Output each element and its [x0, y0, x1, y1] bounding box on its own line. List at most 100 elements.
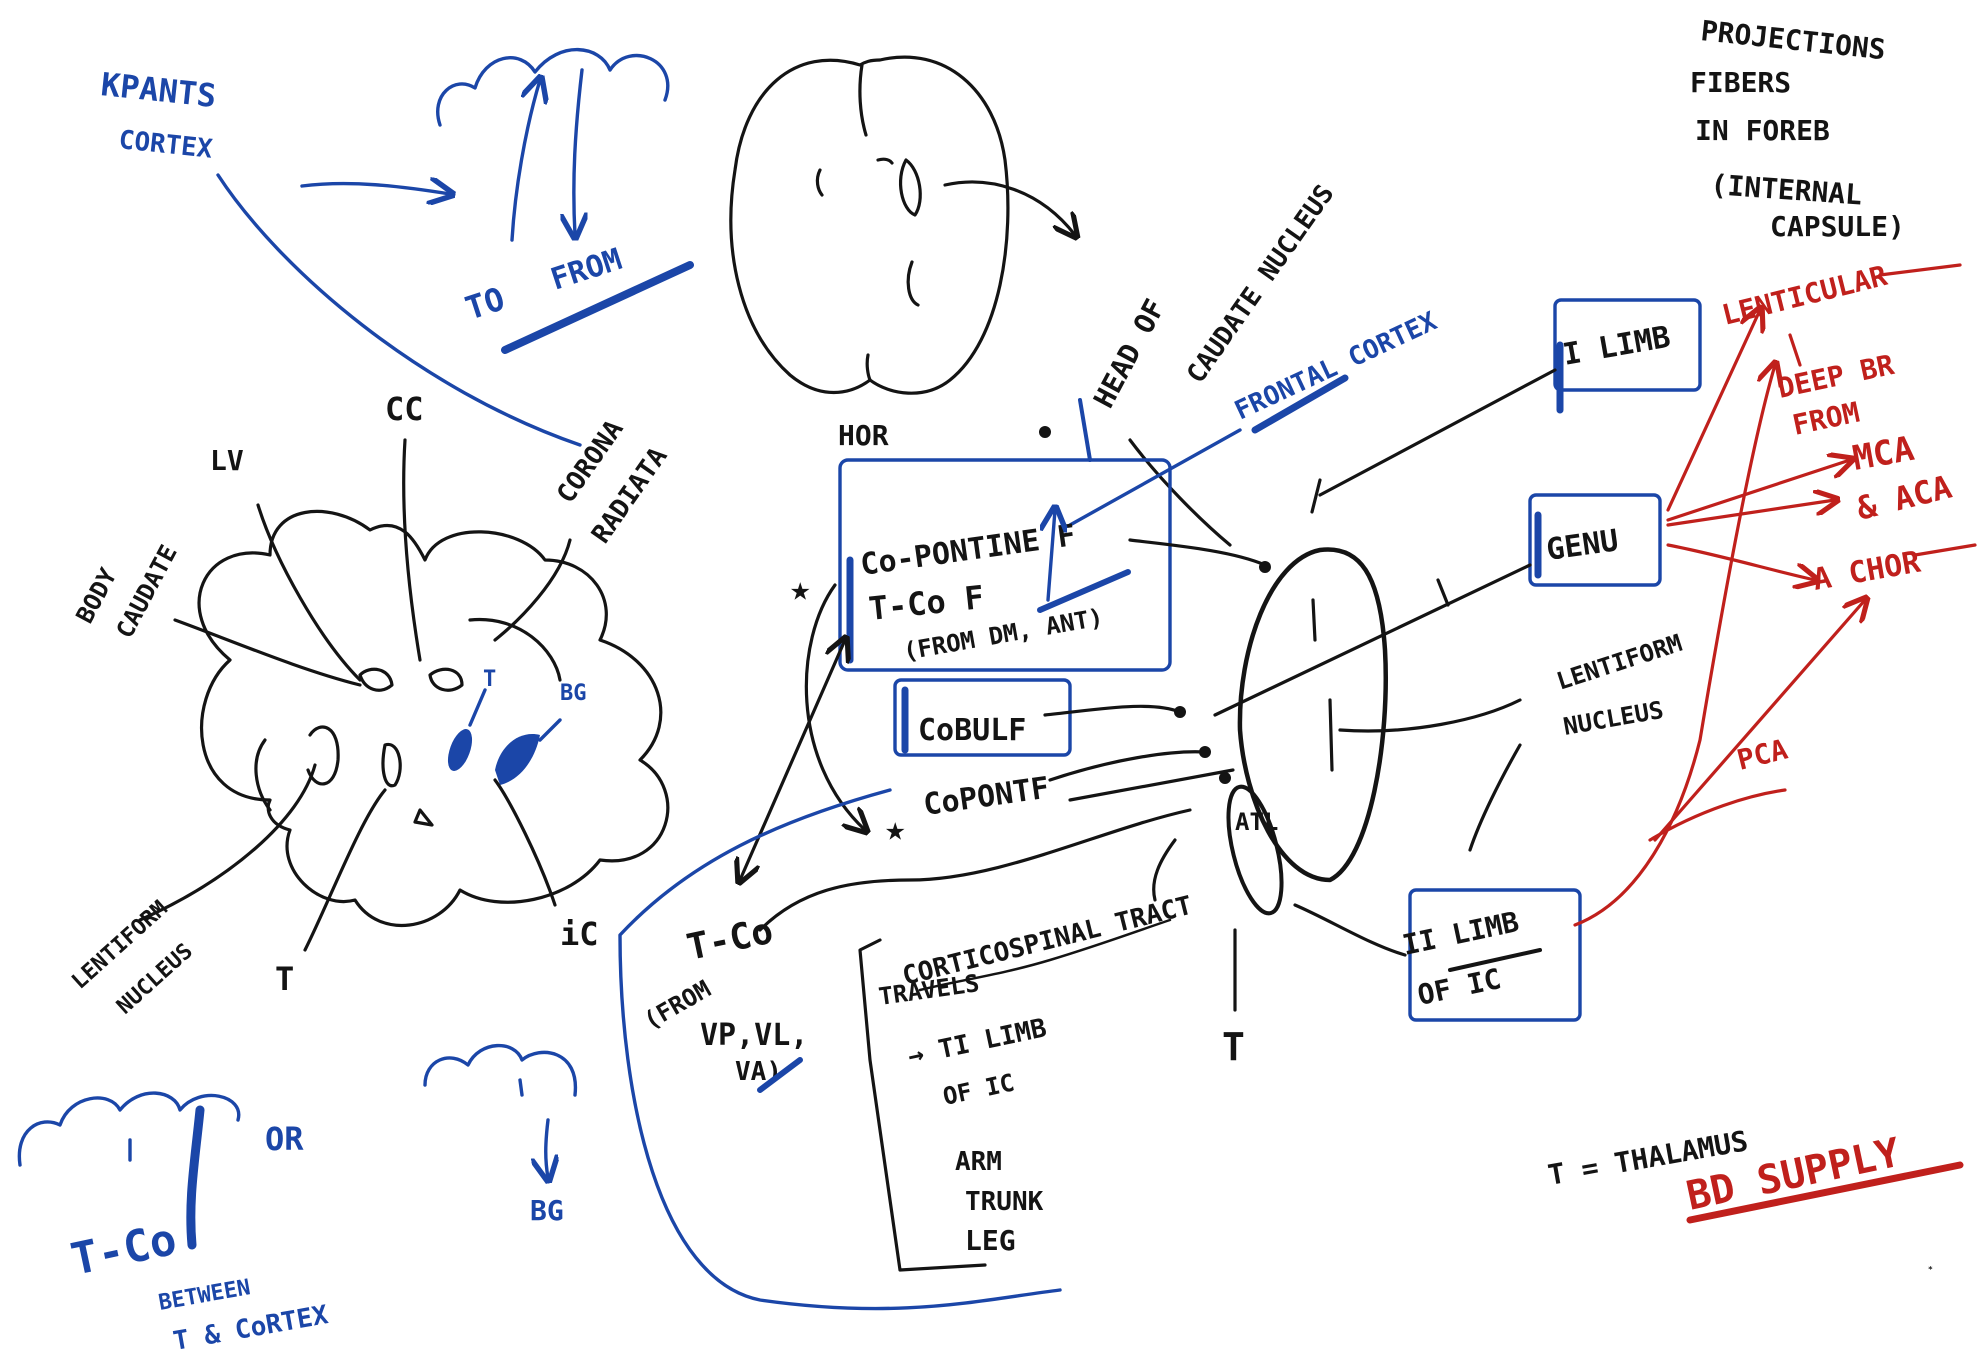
basal-ganglia-blue	[495, 734, 540, 785]
bottom-left-sketch: T-Co OR BETWEEN T & CoRTEX BG	[17, 1043, 577, 1357]
t-pointer	[468, 688, 487, 727]
ant-limb-label: I LIMB	[1560, 320, 1673, 373]
title-block: PROJECTIONS FIBERS IN FOREB (INTERNAL CA…	[1690, 14, 1905, 243]
pont-label: CoPONTF	[921, 771, 1051, 823]
bg-pointer	[538, 718, 562, 742]
trunk-label: TRUNK	[965, 1187, 1044, 1217]
midline-top	[858, 63, 868, 137]
small-mark	[876, 157, 894, 165]
from-arrow	[574, 68, 582, 235]
coronal-section: T BG LV CC CORONA RADIATA BODY CAUDATE L…	[67, 390, 673, 1019]
red-arrow-aca	[1666, 500, 1835, 527]
bl-cortex-surface	[17, 1091, 241, 1167]
bl-bg-tick	[518, 1078, 524, 1097]
from-label: FROM	[547, 242, 627, 298]
deep-br-label-2: FROM	[1790, 396, 1863, 442]
list-bracket	[858, 938, 987, 1272]
atl-to-post-limb	[1293, 903, 1407, 957]
body-caudate-label-2: CAUDATE	[111, 540, 183, 642]
frontal-cortex-label: FRONTAL CORTEX	[1230, 306, 1442, 426]
to-from-underline	[501, 261, 694, 354]
frontal-connector	[1068, 428, 1242, 527]
capsule-lentiform-leader-2	[1468, 743, 1522, 852]
red-arrow-pca-chor	[1653, 600, 1865, 842]
post-limb-box	[1408, 888, 1582, 1022]
section-arrow	[943, 180, 1075, 235]
cortex-surface	[436, 48, 670, 127]
frontal-underline	[1251, 374, 1349, 434]
a-chor-label: A CHOR	[1810, 544, 1924, 597]
bl-or-label: OR	[265, 1120, 304, 1158]
genu-label: GENU	[1544, 523, 1620, 568]
cst-wavy	[918, 918, 1172, 992]
title-line3: IN FOREB	[1695, 114, 1830, 147]
coronal-bg-small: BG	[560, 681, 587, 706]
co-pontine-box	[838, 458, 1172, 672]
bulb-label: CoBULF	[918, 713, 1026, 748]
fiber-2: T-Co F	[867, 578, 986, 628]
fiber-dot-line-1	[1128, 538, 1267, 567]
right-ventricle-mark	[898, 158, 922, 217]
capsule-t-label: T	[1222, 1025, 1245, 1069]
caudate-bodies	[358, 667, 464, 692]
dot-4	[1219, 772, 1231, 784]
red-arrow-mca	[1666, 460, 1850, 522]
corona-connector	[216, 173, 582, 447]
t-curve	[1152, 838, 1177, 902]
travels-1: TRAVELS	[877, 969, 981, 1011]
title-line4: (INTERNAL	[1710, 168, 1864, 212]
corner-mark: *	[1928, 1265, 1933, 1274]
dm-ant-underline	[1037, 569, 1131, 613]
head-caudate-label-1: HEAD OF	[1087, 294, 1172, 414]
cortex-sketch: KPANTS CORTEX TO FROM	[99, 48, 694, 447]
cortex-label-1: KPANTS	[99, 65, 218, 115]
coronal-t-label: T	[275, 960, 294, 998]
post-limb-label: II LIMB	[1400, 905, 1522, 962]
fiber-1: Co-PONTINE F	[858, 518, 1078, 583]
brain-outline	[729, 55, 1010, 395]
tc-from-2: VP,VL,	[700, 1018, 808, 1053]
bulb-box	[893, 678, 1072, 757]
tc-label: T-Co	[683, 911, 776, 969]
lenticular-tail	[1878, 263, 1962, 277]
red-pca-line	[1648, 788, 1787, 842]
star-1: ★	[790, 569, 810, 609]
bd-supply-underline	[1686, 1161, 1964, 1224]
lenticular-label: LENTICULAR	[1719, 259, 1891, 332]
title-line5: CAPSULE)	[1770, 210, 1905, 243]
atl-label: ATL	[1235, 808, 1278, 836]
title-line2: FIBERS	[1690, 66, 1791, 99]
lentiform-leader	[138, 763, 317, 922]
lentiform-inner-1	[1311, 598, 1317, 642]
internal-capsule: HEAD OF CAUDATE NUCLEUS FRONTAL CORTEX C…	[618, 179, 1702, 1311]
red-arrow-lenticular	[1666, 310, 1760, 512]
leg-label: LEG	[965, 1224, 1016, 1257]
third-ventricle	[413, 808, 434, 827]
left-ventricle-mark	[815, 168, 824, 197]
red-arrow-a-chor	[1666, 543, 1815, 580]
bl-bg-arrow	[546, 1118, 548, 1178]
ant-limb-line	[1318, 368, 1557, 497]
to-label: TO	[461, 280, 509, 328]
horizontal-section: HOR	[729, 55, 1075, 452]
blue-tick	[1078, 398, 1092, 462]
body-caudate-label-1: BODY	[71, 563, 123, 628]
a-chor-tail	[1913, 543, 1977, 557]
capsule-lentiform-leader	[1338, 698, 1522, 733]
lentiform-outline	[1237, 547, 1388, 883]
pont-dot-line	[1048, 750, 1207, 782]
thalamus-blue	[447, 729, 473, 771]
third-ventricle-mark	[906, 260, 920, 307]
travels-3: OF IC	[940, 1068, 1016, 1110]
dot-5	[1039, 426, 1051, 438]
deep-br-tick	[1788, 333, 1802, 367]
dot-3	[1199, 746, 1211, 758]
genu-tick	[1436, 578, 1450, 607]
atl-to-pont	[1068, 768, 1235, 802]
red-curve-deep	[1573, 365, 1775, 927]
atl-ellipse	[1226, 784, 1284, 916]
ic-leader	[493, 778, 557, 907]
bl-bg-label: BG	[530, 1194, 564, 1227]
corona-leader	[493, 538, 572, 642]
coronal-t-leader	[303, 788, 387, 952]
